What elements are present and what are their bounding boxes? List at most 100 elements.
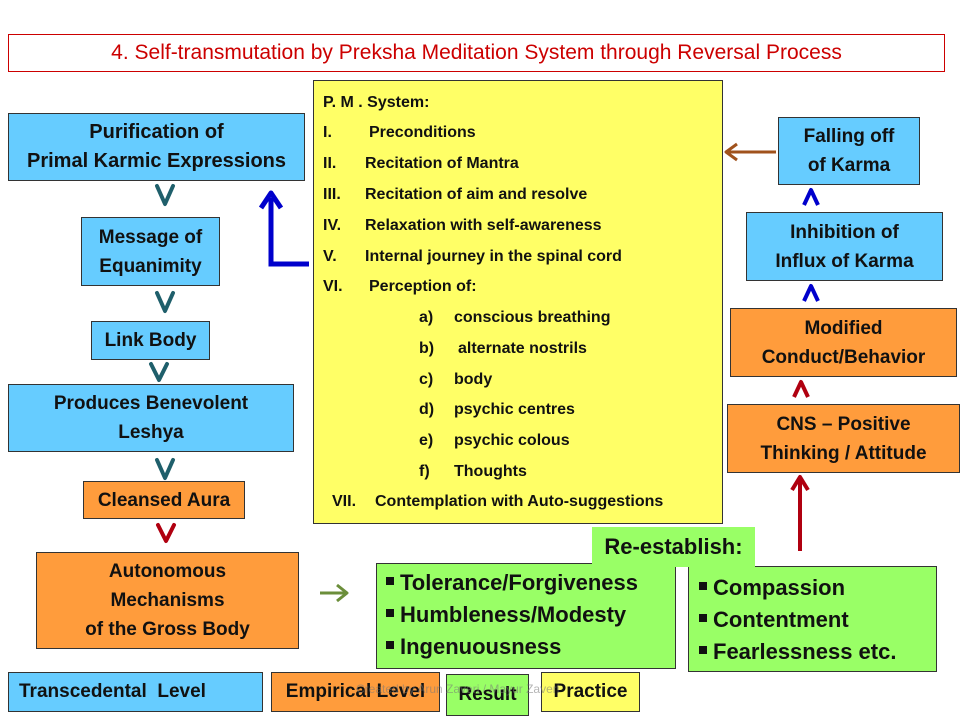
pm-sub-f: Thoughts bbox=[454, 463, 527, 480]
message-line-2: Equanimity bbox=[99, 255, 202, 277]
pm-num-4: IV. bbox=[323, 217, 342, 234]
inhibition-box: Inhibition of Influx of Karma bbox=[746, 212, 943, 281]
reestablish-right-text-1: Compassion bbox=[713, 575, 846, 600]
pm-sub-num-e: e) bbox=[419, 432, 434, 449]
pm-sub-b: alternate nostrils bbox=[458, 340, 587, 357]
reestablish-left-text-1: Tolerance/Forgiveness bbox=[400, 570, 639, 595]
reestablish-right-text-2: Contentment bbox=[713, 607, 849, 632]
arrow-right-icon bbox=[336, 583, 349, 603]
reestablish-left-item-2: Humbleness/Modesty bbox=[386, 602, 626, 628]
pm-num-5: V. bbox=[323, 248, 337, 265]
pm-sub-d: psychic centres bbox=[454, 401, 575, 418]
cns-line-1: CNS – Positive bbox=[776, 413, 911, 435]
pm-sub-num-a: a) bbox=[419, 309, 434, 326]
pm-sub-a: conscious breathing bbox=[454, 309, 611, 326]
pm-item-5: Internal journey in the spinal cord bbox=[365, 248, 622, 265]
message-line-1: Message of bbox=[98, 226, 203, 248]
chevron-down-icon bbox=[149, 362, 169, 382]
pm-item-4: Relaxation with self-awareness bbox=[365, 217, 602, 234]
chevron-down-icon bbox=[155, 184, 175, 206]
reestablish-label: Re-establish: bbox=[592, 527, 755, 567]
reestablish-right-item-1: Compassion bbox=[699, 575, 845, 601]
pm-item-7: Contemplation with Auto-suggestions bbox=[375, 493, 664, 510]
credit-watermark: Created by Arun Zaveri / Mayur Zaveri bbox=[356, 682, 560, 696]
arrow-up-icon bbox=[790, 475, 810, 492]
chevron-down-icon bbox=[156, 523, 176, 543]
pm-sub-num-c: c) bbox=[419, 371, 434, 388]
bullet-icon bbox=[386, 641, 394, 650]
legend-transcedental-label: Transcedental Level bbox=[19, 681, 206, 702]
reestablish-left-text-3: Ingenuousness bbox=[400, 634, 562, 659]
reestablish-right-item-3: Fearlessness etc. bbox=[699, 639, 896, 665]
bullet-icon bbox=[699, 614, 707, 623]
reestablish-left-item-3: Ingenuousness bbox=[386, 634, 561, 660]
purification-line-2: Primal Karmic Expressions bbox=[26, 150, 286, 172]
inhibition-line-2: Influx of Karma bbox=[775, 250, 914, 272]
reestablish-right-item-2: Contentment bbox=[699, 607, 849, 633]
arrow-left-icon bbox=[724, 142, 738, 162]
falling-line-1: Falling off bbox=[803, 126, 895, 147]
reestablish-right-text-3: Fearlessness etc. bbox=[713, 639, 897, 664]
modified-line-2: Conduct/Behavior bbox=[761, 346, 926, 368]
pm-sub-c: body bbox=[454, 371, 493, 388]
autonomous-line-3: of the Gross Body bbox=[85, 619, 250, 640]
pm-num-3: III. bbox=[323, 186, 341, 203]
reestablish-left-text-2: Humbleness/Modesty bbox=[400, 602, 627, 627]
bullet-icon bbox=[386, 577, 394, 586]
legend-practice-label: Practice bbox=[553, 681, 628, 702]
cns-line-2: Thinking / Attitude bbox=[760, 442, 927, 464]
pm-num-2: II. bbox=[323, 155, 337, 172]
arrow-up-icon bbox=[802, 284, 820, 302]
legend-empirical-label: Empirical Level bbox=[285, 681, 426, 702]
pm-system-box: P. M . System: I. Preconditions II. Reci… bbox=[313, 80, 723, 524]
modified-conduct-box: Modified Conduct/Behavior bbox=[730, 308, 957, 377]
arrow-up-icon bbox=[802, 188, 820, 206]
falling-line-2: of Karma bbox=[807, 155, 891, 176]
pm-item-3: Recitation of aim and resolve bbox=[365, 186, 588, 203]
pm-sub-num-d: d) bbox=[419, 401, 435, 418]
legend-result: Result bbox=[446, 674, 529, 716]
produces-line-2: Leshya bbox=[118, 422, 184, 443]
purification-box: Purification of Primal Karmic Expression… bbox=[8, 113, 305, 181]
bullet-icon bbox=[699, 646, 707, 655]
page-title: 4. Self-transmutation by Preksha Meditat… bbox=[8, 34, 945, 72]
pm-num-7: VII. bbox=[332, 493, 357, 510]
produces-line-1: Produces Benevolent bbox=[53, 393, 249, 414]
modified-line-1: Modified bbox=[804, 317, 883, 339]
arrow-up-icon bbox=[258, 190, 284, 210]
reestablish-label-text: Re-establish: bbox=[604, 534, 743, 559]
pm-item-1: Preconditions bbox=[369, 124, 476, 141]
inhibition-line-1: Inhibition of bbox=[790, 221, 899, 243]
chevron-down-icon bbox=[155, 291, 175, 313]
legend-empirical: Empirical Level bbox=[271, 672, 440, 712]
pm-num-6: VI. bbox=[323, 278, 343, 295]
autonomous-box: Autonomous Mechanisms of the Gross Body bbox=[36, 552, 299, 649]
pm-item-2: Recitation of Mantra bbox=[365, 155, 519, 172]
reestablish-left-item-1: Tolerance/Forgiveness bbox=[386, 570, 638, 596]
pm-sub-num-b: b) bbox=[419, 340, 435, 357]
reestablish-right-box: Compassion Contentment Fearlessness etc. bbox=[688, 566, 937, 672]
arrow-up-icon bbox=[268, 198, 309, 267]
pm-item-6: Perception of: bbox=[369, 278, 477, 295]
autonomous-line-1: Autonomous bbox=[108, 561, 227, 582]
legend-result-label: Result bbox=[458, 684, 517, 705]
pm-sub-num-f: f) bbox=[419, 463, 430, 480]
cleansed-aura-label: Cleansed Aura bbox=[97, 489, 231, 511]
link-body-box: Link Body bbox=[91, 321, 210, 360]
purification-line-1: Purification of bbox=[89, 121, 224, 143]
falling-off-karma-box: Falling off of Karma bbox=[778, 117, 920, 185]
pm-sub-e: psychic colous bbox=[454, 432, 570, 449]
link-body-label: Link Body bbox=[104, 330, 197, 351]
produces-leshya-box: Produces Benevolent Leshya bbox=[8, 384, 294, 452]
legend-transcedental: Transcedental Level bbox=[8, 672, 263, 712]
message-box: Message of Equanimity bbox=[81, 217, 220, 286]
reestablish-left-box: Tolerance/Forgiveness Humbleness/Modesty… bbox=[376, 563, 676, 669]
chevron-down-icon bbox=[155, 458, 175, 480]
pm-heading: P. M . System: bbox=[323, 94, 430, 111]
legend-practice: Practice bbox=[541, 672, 640, 712]
bullet-icon bbox=[386, 609, 394, 618]
cleansed-aura-box: Cleansed Aura bbox=[83, 481, 245, 519]
pm-num-1: I. bbox=[323, 124, 332, 141]
autonomous-line-2: Mechanisms bbox=[110, 590, 225, 611]
